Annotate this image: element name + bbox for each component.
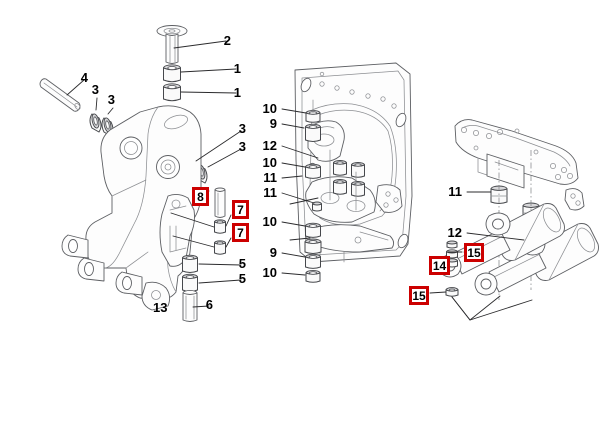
callout-10b: 10	[263, 155, 277, 170]
part-cross-member-bracket	[454, 119, 585, 211]
part-bushing-link-d	[351, 181, 365, 197]
part-bushing-link-b	[333, 179, 347, 195]
callout-1a: 1	[234, 61, 241, 76]
frame-plate-assembly	[281, 62, 413, 283]
leader-lines-left	[66, 40, 242, 308]
boxed-callout-7b[interactable]: 7	[232, 223, 249, 242]
callout-2: 2	[224, 33, 231, 48]
callout-4: 4	[81, 70, 89, 85]
leader-lines-right	[429, 191, 533, 321]
part-bushing-stack-lower	[304, 222, 322, 254]
callout-11r: 11	[448, 184, 462, 199]
boxed-callout-14[interactable]: 14	[429, 256, 450, 275]
callout-labels: 2 1 1 4 3 3 3 3 5 5 6 13 10 9 12 10 11 1…	[81, 33, 462, 315]
callout-10d: 10	[263, 265, 277, 280]
boxed-callout-7a[interactable]: 7	[232, 200, 249, 219]
part-washer-14a	[446, 240, 458, 249]
part-bushing-small-11	[312, 201, 322, 212]
part-spacer-1b	[163, 83, 181, 102]
part-spacer-1a	[163, 64, 181, 83]
callout-3c: 3	[239, 121, 246, 136]
callout-3d: 3	[239, 139, 246, 154]
callout-3a: 3	[92, 82, 99, 97]
callout-6: 6	[206, 297, 213, 312]
callout-12r: 12	[448, 225, 462, 240]
callout-5b: 5	[239, 271, 246, 286]
boxed-callout-15b[interactable]: 15	[409, 286, 429, 305]
part-bushing-link-c	[351, 162, 365, 178]
callout-13: 13	[153, 300, 167, 315]
callout-12m: 12	[263, 138, 277, 153]
part-bushing-7a	[214, 219, 226, 234]
part-pin-6	[182, 289, 198, 322]
callout-1b: 1	[234, 85, 241, 100]
part-bushing-stack-mid	[305, 163, 321, 179]
part-bushing-7b	[214, 240, 226, 255]
callout-5a: 5	[239, 256, 246, 271]
part-bushing-5b	[182, 273, 198, 292]
part-washer-15-lower	[445, 287, 459, 297]
part-bushing-3a	[89, 113, 102, 133]
callout-3b: 3	[108, 92, 115, 107]
part-bushing-link-a	[333, 160, 347, 176]
leader-lines-middle	[281, 108, 319, 276]
part-bushing-5a	[182, 254, 198, 273]
boom-swing-bracket-assembly	[39, 25, 242, 322]
callout-10a: 10	[263, 101, 277, 116]
part-bushing-stack-top	[305, 109, 321, 142]
callout-9b: 9	[270, 245, 277, 260]
callout-11b: 11	[263, 185, 277, 200]
part-swing-bracket-casting-13	[61, 105, 202, 311]
part-pin-4	[39, 78, 81, 112]
callout-9a: 9	[270, 116, 277, 131]
callout-11a: 11	[263, 170, 277, 185]
part-bolt-2	[156, 25, 188, 64]
boxed-callout-15a[interactable]: 15	[464, 243, 484, 262]
part-bushing-stack-bottom	[305, 253, 321, 283]
hydraulic-cylinder-assembly	[429, 119, 599, 321]
part-cylinder-boss-front	[485, 212, 511, 236]
part-bushing-11a	[490, 185, 508, 204]
boxed-callout-8[interactable]: 8	[192, 187, 209, 206]
part-pin-8	[214, 187, 226, 218]
callout-10c: 10	[263, 214, 277, 229]
